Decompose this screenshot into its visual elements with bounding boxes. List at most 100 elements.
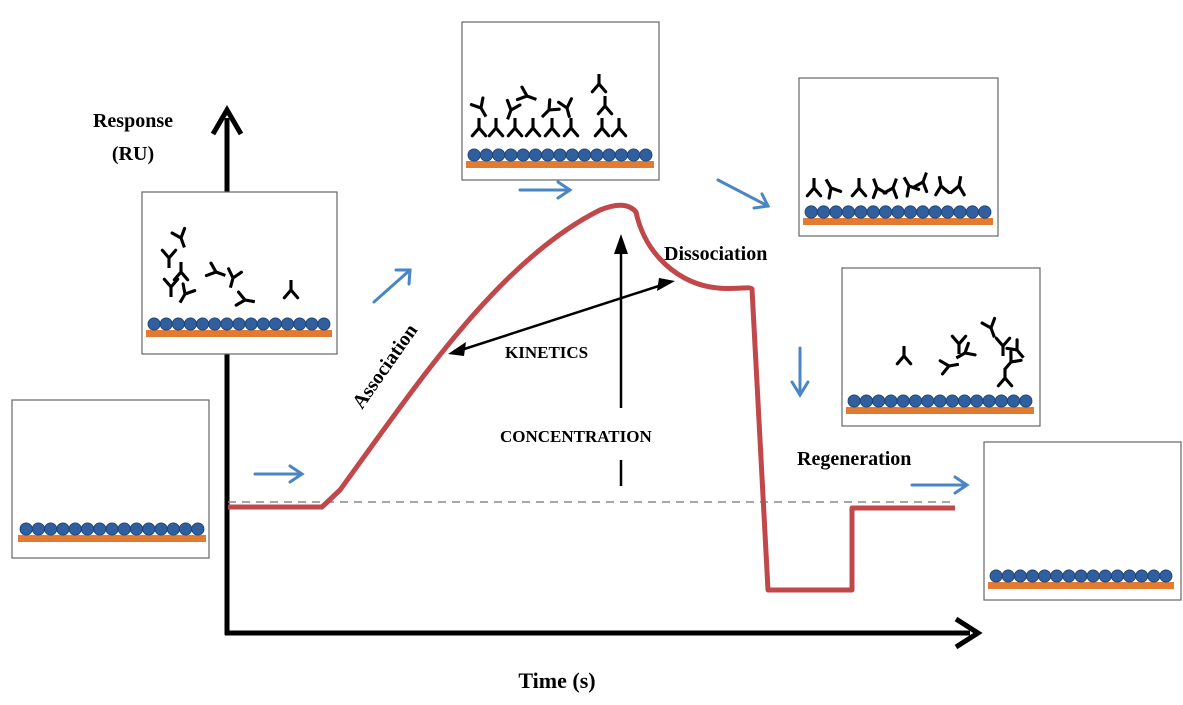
ligand-bead [903, 205, 918, 219]
ligand-bead [859, 394, 873, 408]
surface-base [18, 535, 206, 542]
ligand-bead [244, 317, 258, 331]
ligand-bead [841, 205, 856, 219]
flow-arrow-5 [790, 346, 810, 398]
sensor-surface [803, 205, 993, 225]
ligand-bead [80, 522, 95, 536]
ligand-bead [1159, 569, 1173, 583]
ligand-bead [945, 394, 959, 408]
sensor-surface [846, 394, 1034, 414]
ligand-bead [921, 394, 935, 408]
panel-baseline-return [983, 441, 1182, 601]
kinetics-label: KINETICS [505, 343, 588, 362]
ligand-bead [577, 148, 592, 162]
ligand-bead [627, 148, 641, 162]
ligand-bead [989, 569, 1003, 583]
ligand-bead [191, 522, 205, 536]
surface-base [466, 161, 654, 168]
kinetics-arrow [448, 278, 675, 356]
concentration-label: CONCENTRATION [500, 427, 652, 446]
ligand-bead [847, 394, 861, 408]
sensor-surface [146, 317, 332, 337]
ligand-bead [614, 148, 628, 162]
flow-arrows [253, 178, 970, 495]
ligand-bead [68, 522, 82, 536]
surface-base [146, 330, 332, 337]
ligand-bead [196, 317, 210, 331]
ligand-bead [994, 394, 1008, 408]
ligand-bead [293, 317, 307, 331]
ligand-bead [957, 394, 972, 408]
ligand-bead [970, 394, 984, 408]
ligand-bead [183, 317, 197, 331]
ligand-bead [492, 148, 506, 162]
ligand-bead [179, 522, 193, 536]
ligand-bead [281, 317, 294, 331]
ligand-bead [891, 205, 905, 219]
ligand-bead [602, 148, 616, 162]
ligand-bead [639, 148, 653, 162]
surface-base [803, 218, 993, 225]
ligand-bead [908, 394, 922, 408]
sensorgram-curve [228, 202, 955, 593]
panel-dissociation [798, 77, 999, 237]
ligand-bead [1026, 569, 1039, 583]
ligand-bead [965, 205, 980, 219]
panel-baseline [11, 399, 210, 559]
ligand-bead [1098, 569, 1112, 583]
ligand-bead [44, 522, 58, 536]
ligand-bead [19, 522, 33, 536]
ligand-bead [1001, 569, 1015, 583]
ligand-bead [154, 522, 168, 536]
ligand-bead [940, 205, 955, 219]
ligand-bead [565, 148, 579, 162]
ligand-bead [872, 394, 886, 408]
sensor-surface [988, 569, 1174, 589]
surface-base [988, 582, 1174, 589]
ligand-bead [878, 205, 893, 219]
ligand-bead [1086, 569, 1100, 583]
ligand-bead [317, 317, 331, 331]
ligand-bead [1123, 569, 1137, 583]
ligand-bead [884, 394, 898, 408]
sensor-surface [466, 148, 654, 168]
ligand-bead [978, 205, 992, 219]
ligand-bead [117, 522, 131, 536]
ligand-bead [541, 148, 555, 162]
ligand-bead [232, 317, 246, 331]
x-axis [225, 616, 983, 650]
ligand-bead [1038, 569, 1052, 583]
ligand-bead [56, 522, 70, 536]
ligand-bead [467, 148, 481, 162]
ligand-bead [305, 317, 319, 331]
ligand-bead [1074, 569, 1088, 583]
ligand-bead [590, 148, 604, 162]
ligand-bead [93, 522, 107, 536]
ligand-bead [1135, 569, 1149, 583]
ligand-bead [528, 148, 542, 162]
ligand-bead [256, 317, 270, 331]
ligand-bead [896, 394, 910, 408]
flow-arrow-4 [716, 178, 771, 210]
panel-regeneration [841, 267, 1041, 427]
ligand-bead [504, 148, 518, 162]
ligand-bead [220, 317, 234, 331]
ligand-bead [516, 148, 530, 162]
x-axis-label: Time (s) [518, 668, 595, 693]
ligand-bead [804, 205, 818, 219]
ligand-bead [1110, 569, 1124, 583]
flow-arrow-3 [518, 180, 573, 200]
dissociation-label: Dissociation [664, 243, 767, 265]
ligand-bead [31, 522, 45, 536]
ligand-bead [268, 317, 282, 331]
y-axis-label-line1: Response [93, 110, 173, 132]
flow-arrow-1 [253, 464, 305, 484]
y-axis [210, 105, 244, 635]
ligand-bead [829, 205, 843, 219]
ligand-bead [866, 205, 880, 219]
flow-arrow-6 [910, 475, 970, 495]
ligand-bead [1013, 569, 1027, 583]
ligand-bead [816, 205, 831, 219]
ligand-bead [142, 522, 156, 536]
